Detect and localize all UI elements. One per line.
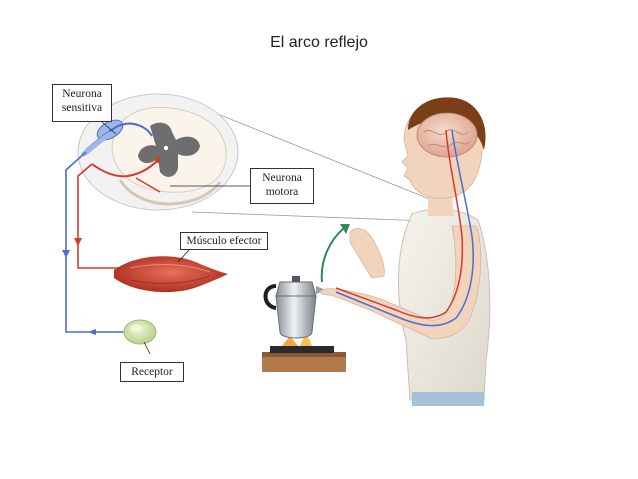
reflex-pathway <box>62 151 128 335</box>
coffee-pot <box>263 276 326 339</box>
receptor <box>123 319 157 345</box>
label-leader-lines <box>101 121 250 355</box>
motor-direction-arrow <box>74 238 82 246</box>
label-muscle-effector: Músculo efector <box>180 232 268 250</box>
person-figure <box>319 97 491 406</box>
label-motor-line2: motora <box>265 186 299 198</box>
muscle-effector <box>114 256 228 293</box>
label-motor-neuron: Neurona motora <box>250 168 314 204</box>
diagram-title: El arco reflejo <box>270 34 368 51</box>
withdrawal-arrow <box>320 227 345 283</box>
label-motor-line1: Neurona <box>262 172 302 184</box>
stove <box>262 332 346 372</box>
sensory-direction-arrow <box>62 250 70 258</box>
motor-pathway-line <box>77 163 124 269</box>
spinal-cord-cross-section <box>77 93 239 211</box>
label-sensory-neuron: Neurona sensitiva <box>52 84 112 122</box>
label-sensory-line1: Neurona <box>62 88 102 100</box>
label-receptor: Receptor <box>120 362 184 382</box>
label-sensory-line2: sensitiva <box>61 102 103 114</box>
